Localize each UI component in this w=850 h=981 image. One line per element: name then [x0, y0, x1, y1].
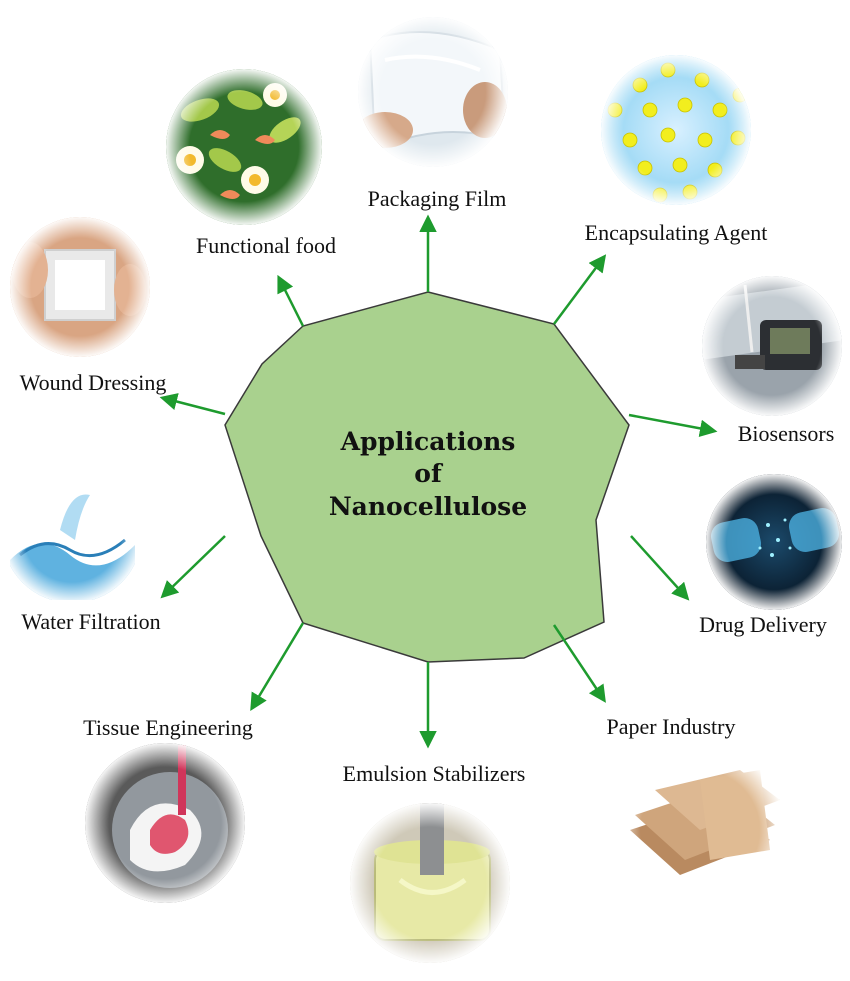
arrow-water-filtration [160, 535, 226, 599]
center-title-line3: Nanocellulose [329, 492, 527, 521]
label-packaging-film: Packaging Film [368, 186, 507, 211]
arrow-biosensors [628, 413, 718, 438]
arrow-functional-food [277, 274, 305, 327]
label-wound-dressing: Wound Dressing [20, 370, 167, 395]
label-biosensors: Biosensors [738, 421, 835, 446]
label-paper-industry: Paper Industry [607, 714, 736, 739]
arrow-wound-dressing [159, 393, 226, 416]
label-water-filtration: Water Filtration [21, 609, 160, 634]
sensor-device-photo-icon [702, 276, 842, 416]
arrow-encapsulating-agent [552, 254, 607, 325]
paper-sheets-photo-icon [615, 745, 785, 915]
center-title-line1: Applications [340, 427, 516, 456]
capsule-dots-photo-icon [601, 55, 751, 205]
arrow-tissue-engineering [250, 622, 305, 712]
bandage-photo-icon [10, 217, 150, 357]
center-title-line2: of [414, 459, 444, 488]
label-functional-food: Functional food [196, 233, 336, 258]
label-tissue-engineering: Tissue Engineering [83, 715, 253, 740]
plastic-film-photo-icon [358, 17, 508, 167]
arrows [159, 214, 718, 749]
water-splash-photo-icon [2, 463, 142, 603]
arrow-paper-industry [552, 624, 606, 703]
emulsion-jar-photo-icon [350, 803, 510, 963]
drug-capsule-photo-icon [706, 474, 842, 610]
arrow-drug-delivery [630, 535, 690, 601]
salad-photo-icon [166, 69, 322, 225]
label-encapsulating-agent: Encapsulating Agent [585, 220, 768, 245]
label-drug-delivery: Drug Delivery [699, 612, 827, 637]
label-emulsion-stabilizers: Emulsion Stabilizers [343, 761, 526, 786]
tissue-scaffold-photo-icon [85, 743, 245, 903]
